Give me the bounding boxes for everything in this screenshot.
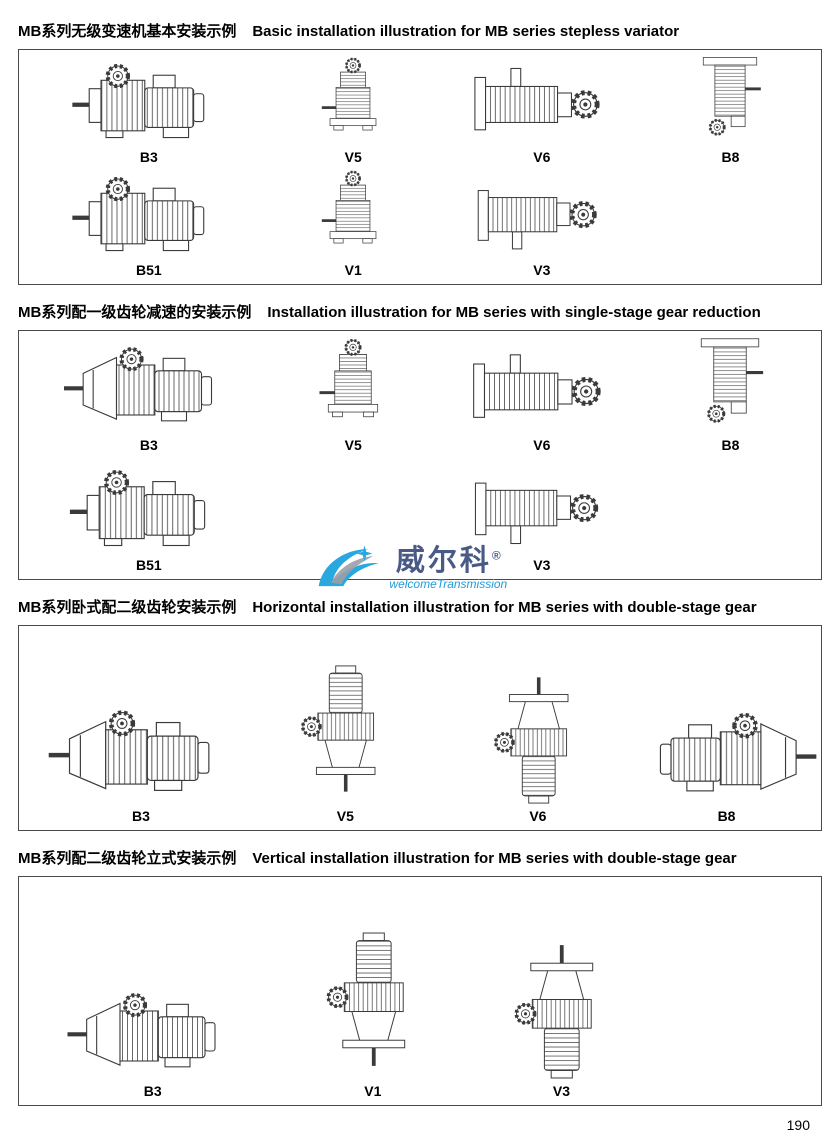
figure-b3: B3 bbox=[27, 630, 255, 826]
figure-label: B8 bbox=[717, 808, 736, 824]
gearmotor-b3-drawing bbox=[59, 335, 239, 435]
figure-v5: V5 bbox=[271, 335, 436, 455]
figure-v3: V3 bbox=[436, 167, 648, 280]
figure-v3: V3 bbox=[436, 455, 648, 575]
section1-title-zh: MB系列无级变速机基本安装示例 bbox=[18, 23, 237, 40]
figure-label: V5 bbox=[344, 437, 362, 453]
figure-v5: V5 bbox=[271, 54, 436, 167]
gearmotor-b3-drawing bbox=[69, 54, 229, 147]
figure-b51: B51 bbox=[27, 455, 271, 575]
figure-label: B3 bbox=[139, 437, 158, 453]
gearmotor-v6-drawing bbox=[468, 57, 616, 147]
brand-name: 威尔科® bbox=[395, 544, 501, 577]
gearmotor-b3-drawing bbox=[46, 697, 236, 806]
gearmotor-b8-drawing bbox=[689, 335, 771, 435]
figure-v6: V6 bbox=[436, 630, 640, 826]
figure-b3: B3 bbox=[27, 881, 279, 1101]
section2-figure-box: B3 V5 V6 B8 B51 V3 bbox=[18, 330, 822, 591]
figure-label: V6 bbox=[533, 149, 551, 165]
registered-mark: ® bbox=[491, 547, 501, 562]
brand-tagline: welcomeTransmission bbox=[389, 576, 508, 591]
gearmotor-v1-drawing bbox=[314, 167, 392, 260]
figure-b51: B51 bbox=[27, 167, 271, 280]
brand-logo-swoosh-icon bbox=[318, 545, 379, 587]
gearmotor-v5-drawing bbox=[314, 54, 392, 147]
figure-label: V3 bbox=[533, 262, 551, 278]
section2-title-zh: MB系列配一级齿轮减速的安装示例 bbox=[18, 304, 252, 321]
figure-v6: V6 bbox=[436, 54, 648, 167]
figure-b8: B8 bbox=[640, 630, 813, 826]
figure-v6: V6 bbox=[436, 335, 648, 455]
figure-label: B3 bbox=[139, 149, 158, 165]
figure-b8: B8 bbox=[648, 54, 813, 167]
figure-label: V1 bbox=[364, 1083, 382, 1099]
figure-v1: V1 bbox=[279, 881, 468, 1101]
gearmotor-v5-drawing bbox=[313, 335, 393, 435]
figure-label: B51 bbox=[135, 262, 162, 278]
section4-figure-box: B3 V1 V3 bbox=[18, 876, 822, 1106]
figure-v1: V1 bbox=[271, 167, 436, 280]
gearmotor-v3-drawing bbox=[472, 174, 612, 260]
figure-label: V3 bbox=[552, 1083, 571, 1099]
figure-label: V6 bbox=[533, 437, 551, 453]
section4-title-en: Vertical installation illustration for M… bbox=[252, 850, 737, 867]
section3-title: MB系列卧式配二级齿轮安装示例 Horizontal installation … bbox=[18, 596, 822, 617]
figure-b3: B3 bbox=[27, 54, 271, 167]
gearmotor-b8-drawing bbox=[634, 700, 819, 806]
gearmotor-v1-drawing bbox=[320, 930, 426, 1081]
figure-label: V5 bbox=[344, 149, 362, 165]
figure-label: B8 bbox=[721, 149, 740, 165]
figure-label: B3 bbox=[143, 1083, 162, 1099]
section1-title-en: Basic installation illustration for MB s… bbox=[252, 23, 680, 40]
section3-title-en: Horizontal installation illustration for… bbox=[252, 599, 757, 616]
page-number: 190 bbox=[786, 1117, 810, 1133]
section1-figure-box: B3 V5 V6 B8 B51 V1 V3 bbox=[18, 49, 822, 285]
gearmotor-v5-drawing bbox=[295, 663, 395, 806]
section1-title: MB系列无级变速机基本安装示例 Basic installation illus… bbox=[18, 20, 822, 41]
figure-label: V6 bbox=[529, 808, 547, 824]
figure-v3: V3 bbox=[467, 881, 656, 1101]
figure-label: V3 bbox=[533, 557, 551, 573]
section3-figure-box: B3 V5 V6 B8 bbox=[18, 625, 822, 831]
gearmotor-b3-drawing bbox=[65, 981, 240, 1081]
gearmotor-v3-drawing bbox=[508, 930, 614, 1081]
figure-v5: V5 bbox=[255, 630, 436, 826]
gearmotor-v6-drawing bbox=[467, 343, 617, 435]
section2-title: MB系列配一级齿轮减速的安装示例 Installation illustrati… bbox=[18, 301, 822, 322]
gearmotor-b51-drawing bbox=[66, 460, 231, 555]
section2-title-en: Installation illustration for MB series … bbox=[267, 304, 761, 321]
figure-b3: B3 bbox=[27, 335, 271, 455]
gearmotor-b51-drawing bbox=[69, 167, 229, 260]
figure-label: B51 bbox=[135, 557, 162, 573]
figure-label: B3 bbox=[132, 808, 150, 824]
gearmotor-b8-drawing bbox=[690, 54, 770, 147]
figure-b8: B8 bbox=[648, 335, 813, 455]
section4-title: MB系列配二级齿轮立式安装示例 Vertical installation il… bbox=[18, 847, 822, 868]
section3-title-zh: MB系列卧式配二级齿轮安装示例 bbox=[18, 599, 237, 616]
brand-watermark: 威尔科® welcomeTransmission bbox=[313, 542, 507, 595]
figure-label: V1 bbox=[344, 262, 362, 278]
figure-label: V5 bbox=[336, 808, 354, 824]
section4-title-zh: MB系列配二级齿轮立式安装示例 bbox=[18, 850, 237, 867]
figure-label: B8 bbox=[721, 437, 740, 453]
gearmotor-v6-drawing bbox=[488, 663, 588, 806]
